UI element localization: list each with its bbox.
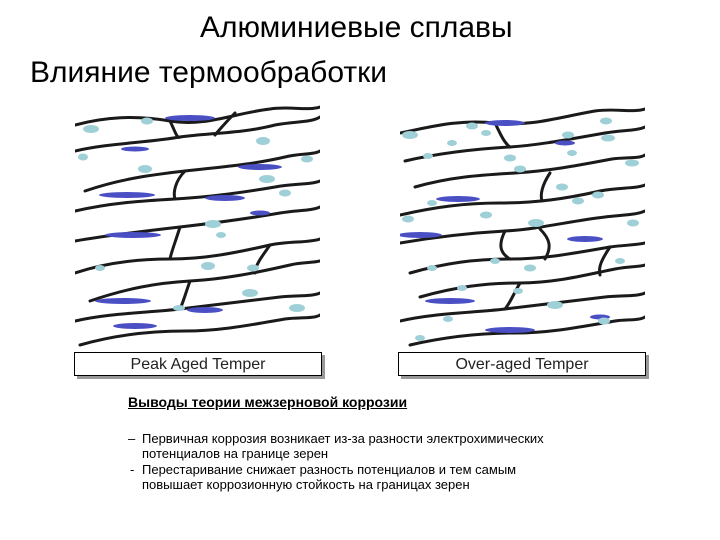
peak-aged-caption: Peak Aged Temper bbox=[74, 352, 322, 376]
conclusions-heading: Выводы теории межзерновой коррозии bbox=[128, 394, 408, 410]
peak-aged-microstructure bbox=[75, 103, 320, 348]
title-line-1: Алюминиевые сплавы bbox=[200, 11, 513, 44]
conclusion-1-line-2: потенциалов на границе зерен bbox=[142, 446, 329, 461]
conclusion-2-line-2: повышает коррозионную стойкость на грани… bbox=[142, 477, 470, 492]
over-aged-diagram bbox=[400, 107, 645, 347]
over-aged-caption: Over-aged Temper bbox=[398, 352, 646, 376]
peak-aged-diagram bbox=[75, 105, 320, 347]
bullet-marker: – bbox=[128, 431, 136, 446]
conclusion-2-line-1: Перестаривание снижает разность потенциа… bbox=[142, 462, 517, 477]
bullet-marker: - bbox=[130, 462, 135, 477]
conclusion-1-line-1: Первичная коррозия возникает из-за разно… bbox=[142, 431, 544, 446]
over-aged-microstructure bbox=[400, 103, 645, 348]
title-line-2: Влияние термообработки bbox=[30, 56, 388, 89]
